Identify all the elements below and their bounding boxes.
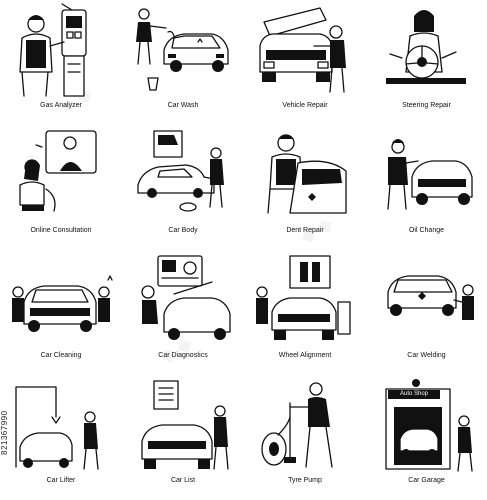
tile-caption: Car Welding [407,352,446,359]
tile-caption: Gas Analyzer [40,102,82,109]
tile-caption: Vehicle Repair [282,102,328,109]
icon-tile: Steering Repair [366,0,487,125]
tile-caption: Oil Change [408,227,445,234]
dent-repair-icon [267,134,347,214]
tyre-pump-icon [261,382,333,468]
car-welding-icon [387,275,474,320]
icon-tile: Auto Shop Car Garage [366,375,487,500]
gas-analyzer-icon [19,3,87,97]
icon-tile: Oil Change [366,125,487,250]
icon-tile: Online Consultation [0,125,122,250]
car-body-icon [137,130,224,212]
tile-caption: Car List [170,477,196,484]
tile-caption: Online Consultation [30,227,92,234]
icon-tile: Tyre Pump [244,375,366,500]
tile-caption: Car Wash [167,102,199,109]
tile-caption: Car Garage [408,477,445,484]
tile-caption: Dent Repair [286,227,324,234]
car-list-icon [141,380,229,470]
steering-repair-icon [386,10,466,84]
tile-caption: Car Diagnostics [158,352,208,359]
online-consultation-icon [19,130,97,212]
icon-tile: Car Wash [122,0,244,125]
tile-caption: Wheel Alignment [278,352,332,359]
tile-caption: Car Cleaning [40,352,82,359]
wheel-alignment-icon [256,255,351,340]
car-lifter-icon [15,386,99,470]
tile-caption: Car Lifter [46,477,76,484]
tile-caption: Steering Repair [402,102,451,109]
car-garage-icon [385,379,473,472]
icon-tile: Car Cleaning [0,250,122,375]
icon-tile: Vehicle Repair [244,0,366,125]
car-cleaning-icon [12,275,113,332]
car-wash-icon [136,8,229,91]
icon-tile: Gas Analyzer [0,0,122,125]
oil-change-icon [387,139,473,210]
icon-tile: Car Lifter [0,375,122,500]
car-diagnostics-icon [141,255,231,340]
tile-caption: Car Body [168,227,198,234]
icon-tile: Car Diagnostics [122,250,244,375]
stock-id-label: 821367990 [0,410,9,455]
garage-sign: Auto Shop [388,390,440,399]
tile-caption: Tyre Pump [288,477,322,484]
icon-tile: Car Welding [366,250,487,375]
icon-tile: Car Body [122,125,244,250]
icon-tile: Wheel Alignment [244,250,366,375]
icon-tile: Car List [122,375,244,500]
vehicle-repair-icon [259,7,346,93]
icon-tile: Dent Repair [244,125,366,250]
